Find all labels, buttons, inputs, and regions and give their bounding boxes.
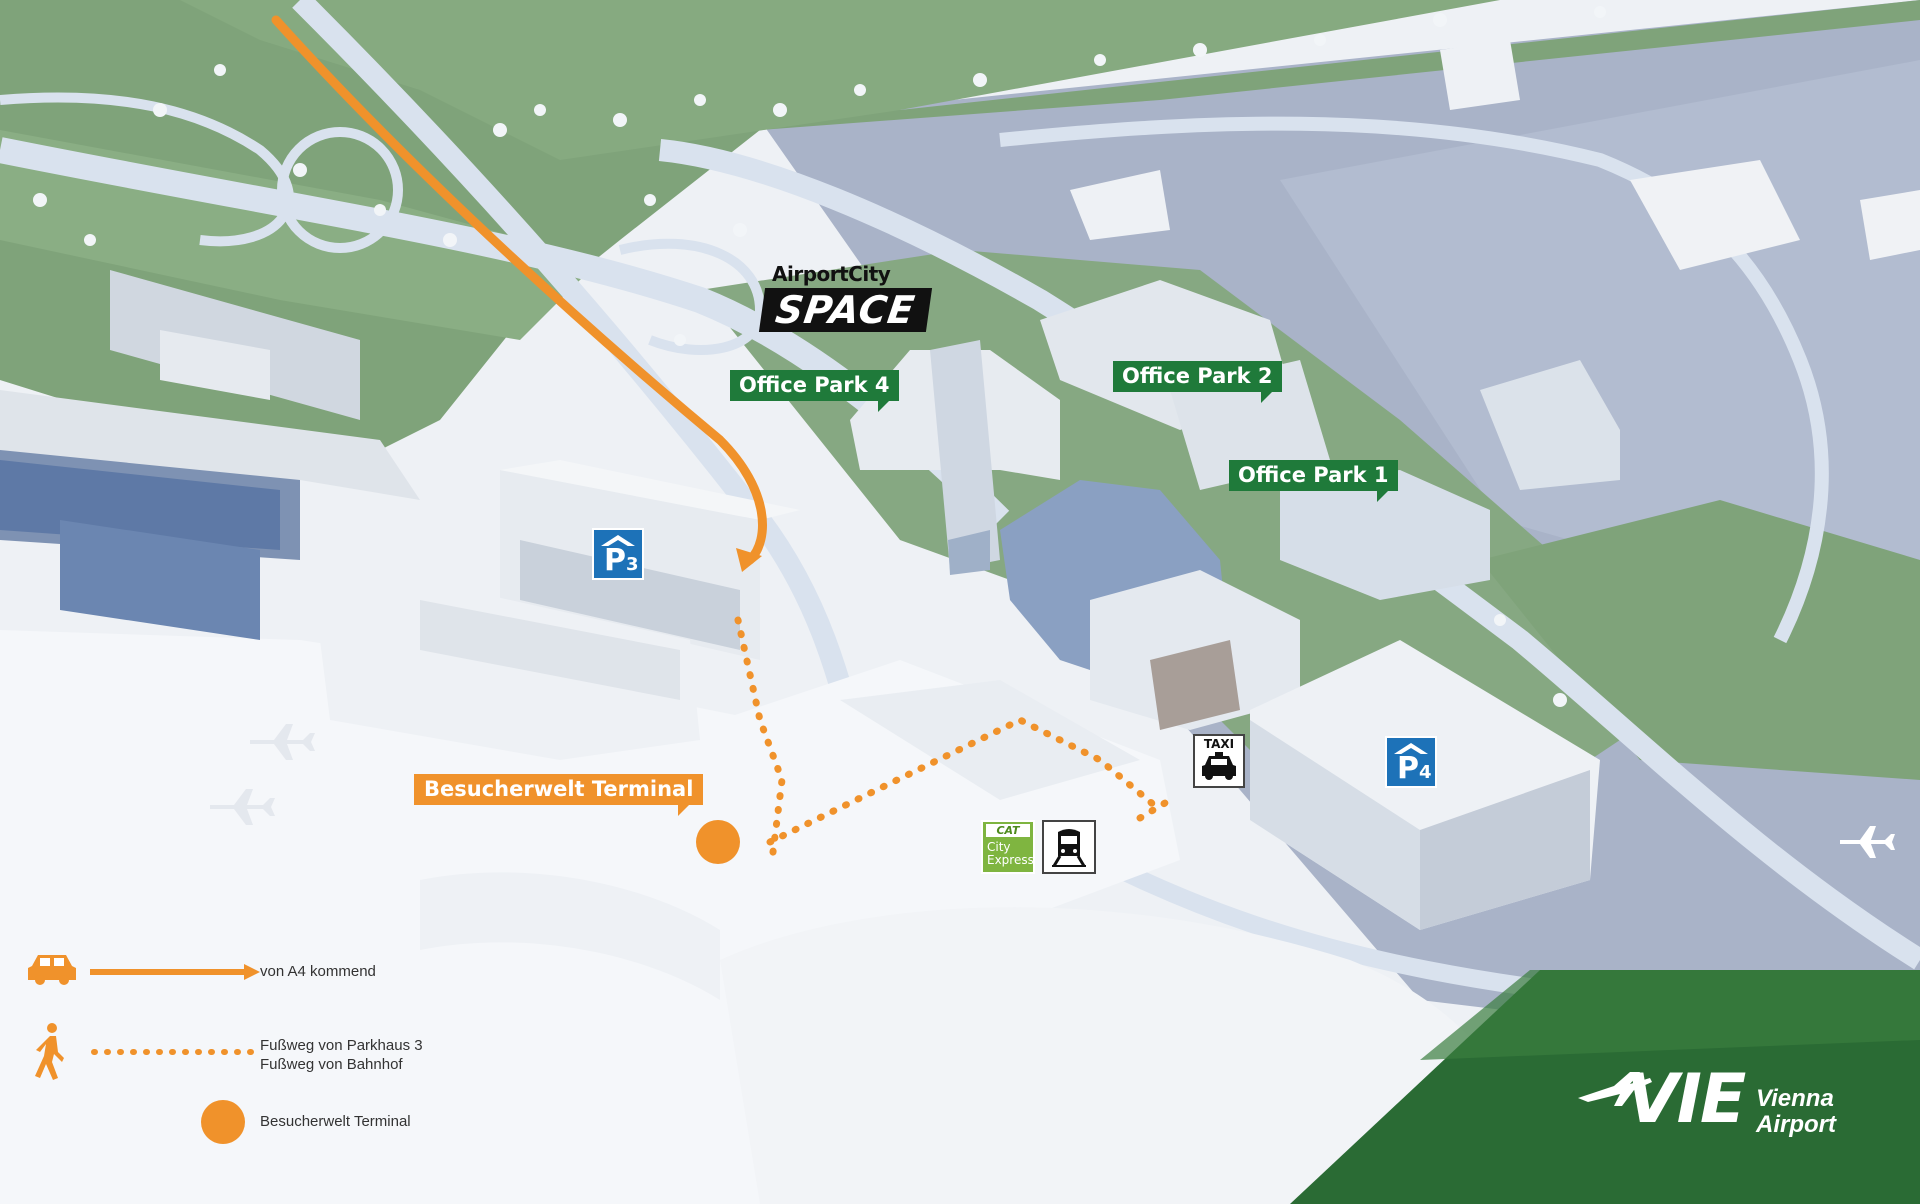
cat-line2: Express — [987, 853, 1034, 867]
cat-brand: CAT — [986, 824, 1030, 837]
walker-icon — [35, 1023, 255, 1080]
legend-walk-text-1: Fußweg von Parkhaus 3 — [260, 1037, 423, 1054]
space-label: SPACE — [758, 288, 932, 332]
airportcity-space-logo: AirportCity SPACE — [758, 262, 932, 332]
legend-terminal-text: Besucherwelt Terminal — [260, 1113, 411, 1130]
vie-code: VIE — [1626, 1060, 1746, 1139]
taxi-icon[interactable]: TAXI — [1193, 734, 1245, 788]
parking-p4-icon[interactable]: P4 — [1385, 736, 1437, 788]
taxi-label: TAXI — [1203, 737, 1235, 751]
legend-car-row: von A4 kommend — [28, 950, 376, 994]
taxi-car-icon — [1202, 752, 1236, 780]
car-icon — [28, 955, 260, 985]
legend-car-text: von A4 kommend — [260, 963, 376, 980]
plane-icon — [1840, 826, 1895, 858]
parking-p3-icon[interactable]: P3 — [592, 528, 644, 580]
cat-line1: City — [987, 840, 1011, 854]
airportcity-label: AirportCity — [772, 262, 891, 286]
train-icon[interactable] — [1042, 820, 1096, 874]
terminal-marker — [696, 820, 740, 864]
legend-terminal-row: Besucherwelt Terminal — [28, 1100, 411, 1154]
vie-line1: Vienna — [1756, 1085, 1834, 1112]
legend-walk-row: Fußweg von Parkhaus 3 Fußweg von Bahnhof — [28, 1022, 423, 1086]
office-park-1-label[interactable]: Office Park 1 — [1229, 460, 1398, 502]
besucherwelt-terminal-label[interactable]: Besucherwelt Terminal — [414, 774, 704, 816]
office-park-4-label[interactable]: Office Park 4 — [730, 370, 899, 412]
office-park-2-label[interactable]: Office Park 2 — [1113, 361, 1282, 403]
legend-walk-text-2: Fußweg von Bahnhof — [260, 1056, 403, 1073]
map-legend: von A4 kommend Fußweg von Parkhaus 3 Fuß… — [28, 950, 448, 1150]
vie-line2: Airport — [1756, 1111, 1836, 1138]
cat-city-express-icon[interactable]: CAT City Express — [981, 820, 1035, 874]
terminal-circle-icon — [201, 1100, 245, 1144]
vie-plane-icon — [1578, 1072, 1652, 1106]
